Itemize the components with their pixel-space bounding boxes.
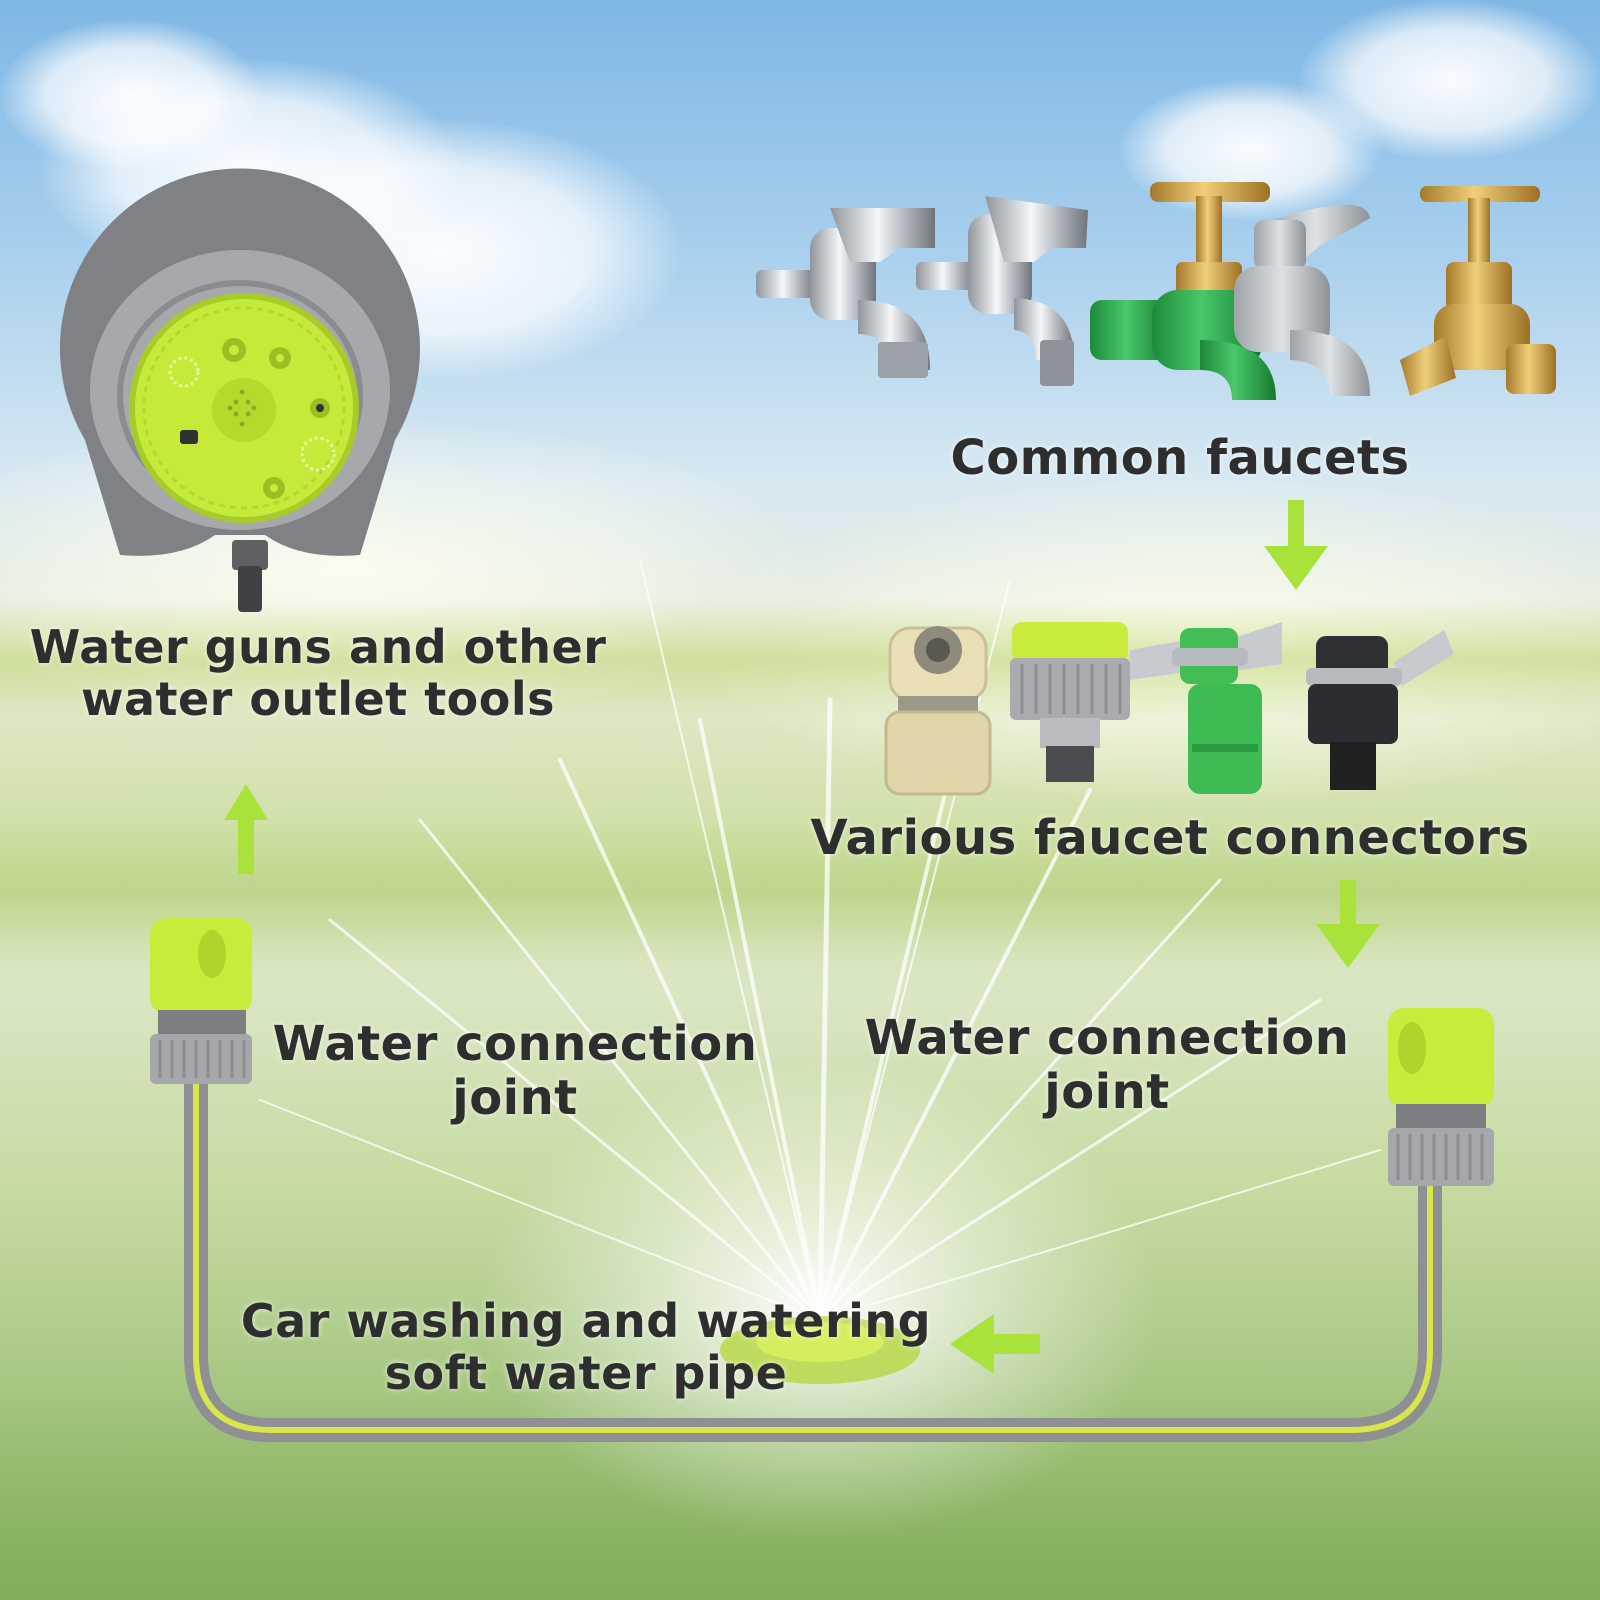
label-right-joint-line2: joint	[1044, 1063, 1170, 1120]
chrome-faucet-icon	[916, 196, 1088, 386]
quick-connect-joint-icon	[1388, 1008, 1494, 1186]
quick-connect-joint-icon	[150, 918, 252, 1084]
label-water-outlet-tools: Water guns and other water outlet tools	[18, 620, 618, 726]
green-faucet-icon	[1090, 182, 1276, 400]
label-common-faucets: Common faucets	[940, 430, 1420, 486]
label-left-joint: Water connection joint	[270, 1016, 760, 1126]
brass-faucet-icon	[1400, 186, 1556, 396]
label-various-connectors: Various faucet connectors	[810, 810, 1530, 866]
faucet-connector-icon	[1130, 622, 1282, 794]
flow-arrow-icon	[1316, 880, 1380, 968]
label-water-outlet-tools-line2: water outlet tools	[80, 671, 556, 726]
flow-arrow-icon	[224, 784, 268, 874]
flow-arrow-icon	[1264, 500, 1328, 590]
label-left-joint-line2: joint	[452, 1069, 578, 1126]
silver-faucet-icon	[1234, 204, 1370, 396]
label-right-joint-line1: Water connection	[864, 1010, 1350, 1066]
label-right-joint: Water connection joint	[862, 1010, 1352, 1120]
label-soft-water-pipe-line2: soft water pipe	[384, 1345, 788, 1400]
label-water-outlet-tools-line1: Water guns and other	[29, 620, 607, 674]
label-common-faucets-text: Common faucets	[950, 430, 1410, 486]
faucet-connector-icon	[1010, 622, 1130, 782]
flow-arrow-icon	[950, 1314, 1040, 1374]
label-soft-water-pipe: Car washing and watering soft water pipe	[226, 1294, 946, 1400]
faucet-connector-icon	[884, 626, 992, 796]
cloud	[0, 20, 260, 170]
label-various-connectors-text: Various faucet connectors	[810, 810, 1530, 866]
chrome-faucet-icon	[756, 208, 935, 378]
cloud	[1300, 0, 1600, 160]
label-left-joint-line1: Water connection	[272, 1016, 758, 1072]
faucet-connector-icon	[1306, 630, 1454, 790]
label-soft-water-pipe-line1: Car washing and watering	[240, 1294, 932, 1348]
